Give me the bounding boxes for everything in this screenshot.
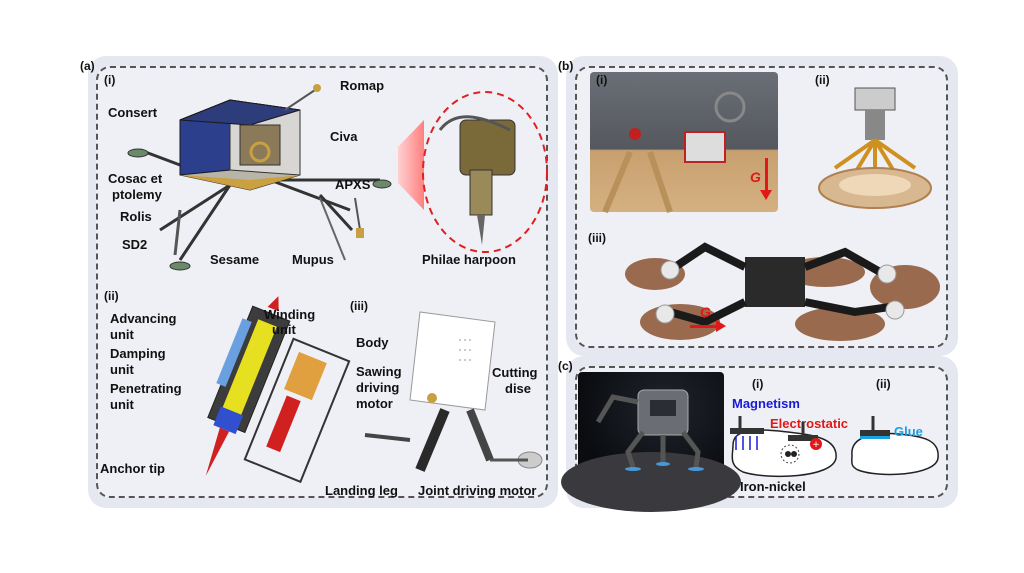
gravity-arrow-b-iii bbox=[690, 325, 718, 328]
label-sesame: Sesame bbox=[210, 252, 260, 267]
label-anchor-tip: Anchor tip bbox=[100, 461, 165, 476]
label-electrostatic: Electrostatic bbox=[770, 416, 849, 431]
gravity-label-b-i: G bbox=[750, 169, 761, 185]
panel-a-iii-tag: (iii) bbox=[350, 299, 368, 313]
magnetism-electrostatic-diagram: + bbox=[730, 416, 837, 478]
label-joint-driving-motor: Joint driving motor bbox=[418, 483, 537, 498]
label-damping-unit: unit bbox=[110, 362, 134, 377]
gravity-arrowhead-b-iii bbox=[716, 320, 726, 332]
label-cutting: Cutting bbox=[492, 365, 538, 380]
label-magnetism: Magnetism bbox=[732, 396, 800, 411]
lander-feet bbox=[127, 148, 392, 271]
label-glue: Glue bbox=[894, 424, 923, 439]
gravity-arrowhead-b-i bbox=[760, 190, 772, 200]
ceiling-gripper-illustration bbox=[602, 91, 746, 214]
panel-c-i-tag: (i) bbox=[752, 377, 764, 391]
label-civa: Civa bbox=[330, 129, 358, 144]
label-romap: Romap bbox=[340, 78, 385, 93]
panel-a-ii-tag: (ii) bbox=[104, 289, 119, 303]
label-penetrating-unit: unit bbox=[110, 397, 134, 412]
panel-b-tag: (b) bbox=[558, 59, 574, 73]
label-sawing: Sawing bbox=[356, 364, 402, 379]
label-ptolemy: ptolemy bbox=[112, 187, 162, 202]
panel-b-i-tag: (i) bbox=[596, 73, 608, 87]
label-dise: dise bbox=[505, 381, 532, 396]
label-iron-nickel: Iron-nickel bbox=[740, 479, 806, 494]
label-cosac: Cosac et bbox=[108, 171, 163, 186]
label-sd2: SD2 bbox=[122, 237, 148, 252]
label-winding-unit: unit bbox=[272, 322, 296, 337]
philae-lander-illustration bbox=[127, 84, 392, 271]
svg-text:+: + bbox=[812, 440, 820, 450]
anchor-mechanism-illustration bbox=[205, 296, 351, 484]
label-penetrating: Penetrating bbox=[110, 381, 182, 396]
asteroid-robot-illustration bbox=[561, 389, 741, 512]
gravity-label-b-iii: G bbox=[700, 304, 711, 320]
climbing-robot-illustration bbox=[625, 242, 940, 341]
label-rolis: Rolis bbox=[120, 209, 152, 224]
label-body: Body bbox=[356, 335, 389, 350]
panel-b-iii-tag: (iii) bbox=[588, 231, 606, 245]
panel-c-ii-tag: (ii) bbox=[876, 377, 891, 391]
philae-harpoon-illustration bbox=[422, 91, 548, 253]
label-driving: driving bbox=[356, 380, 400, 395]
label-landing-leg: Landing leg bbox=[325, 483, 398, 498]
label-consert: Consert bbox=[108, 105, 158, 120]
glue-adhesion-diagram bbox=[851, 416, 939, 476]
panel-b-ii-tag: (ii) bbox=[815, 73, 830, 87]
label-motor: motor bbox=[356, 396, 393, 411]
cutting-robot-illustration bbox=[364, 311, 543, 472]
label-philae-harpoon: Philae harpoon bbox=[422, 252, 516, 267]
gravity-arrow-b-i bbox=[765, 158, 768, 192]
panel-c-tag: (c) bbox=[558, 359, 573, 373]
panel-a-tag: (a) bbox=[80, 59, 95, 73]
label-mupus: Mupus bbox=[292, 252, 334, 267]
label-apxs: APXS bbox=[335, 177, 371, 192]
label-winding: Winding bbox=[264, 307, 316, 322]
label-advancing: Advancing bbox=[110, 311, 177, 326]
label-damping: Damping bbox=[110, 346, 166, 361]
label-advancing-unit: unit bbox=[110, 327, 134, 342]
round-gripper-illustration bbox=[818, 87, 932, 209]
panel-a-i-tag: (i) bbox=[104, 73, 116, 87]
